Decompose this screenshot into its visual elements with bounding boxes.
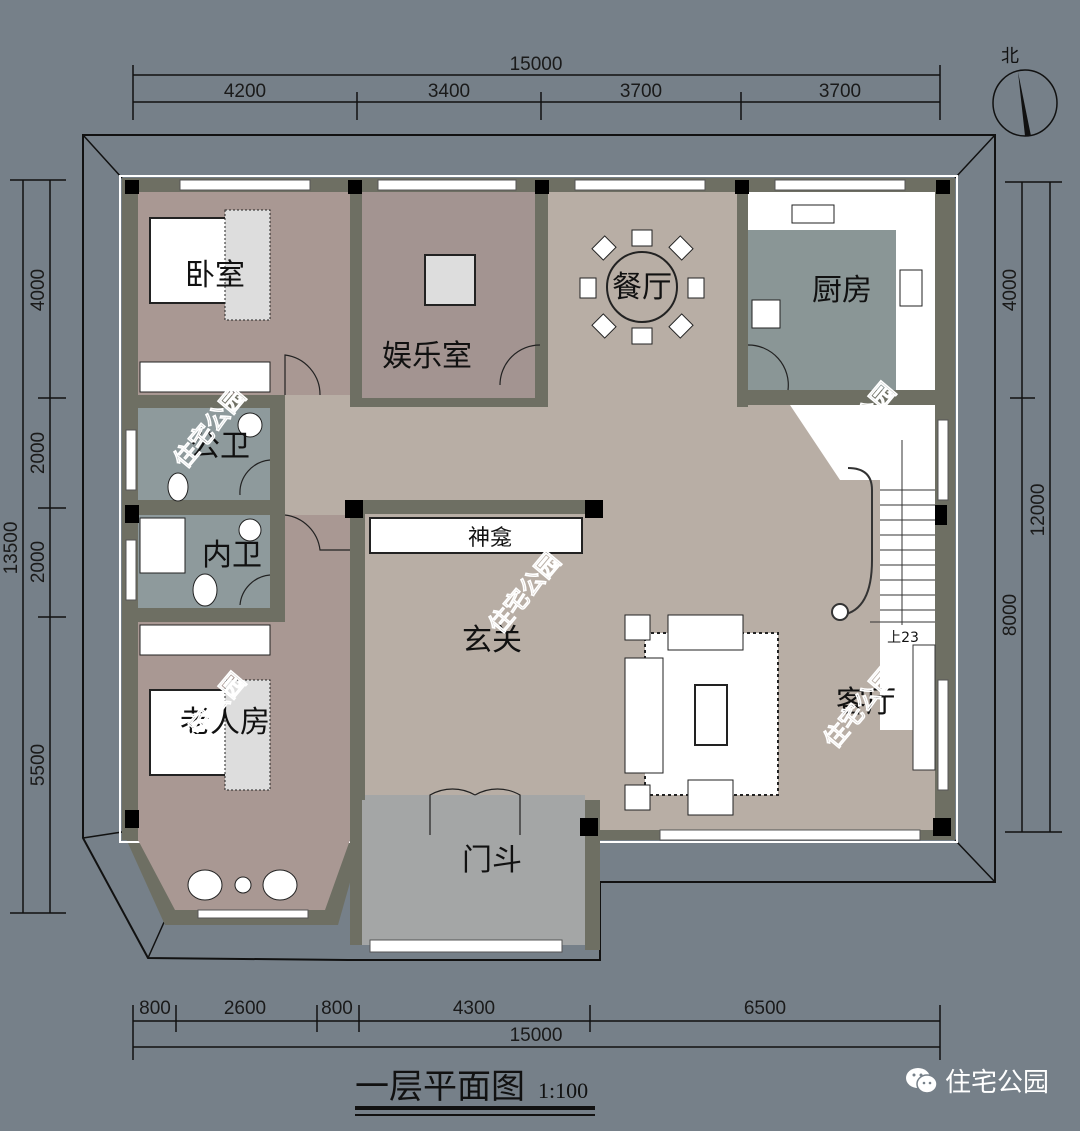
- roof-hips: [82, 134, 996, 959]
- toilet: [192, 573, 218, 607]
- elder-wardrobe: [139, 624, 271, 656]
- tv-cabinet: [912, 644, 936, 771]
- bottom-dimension-lines: [132, 1005, 941, 1060]
- vestibule-floor: [362, 795, 585, 945]
- shower: [139, 517, 186, 574]
- columns: [125, 180, 951, 836]
- wechat-icon: [906, 1067, 938, 1094]
- left-dimension-lines: [10, 179, 66, 914]
- washbasin: [238, 518, 262, 542]
- dim-left: 2000: [28, 541, 49, 583]
- bed-rug: [224, 209, 271, 321]
- interior-walls: [138, 192, 935, 950]
- fridge: [751, 299, 781, 329]
- stair-up-label: 上23: [887, 630, 919, 646]
- armchair: [187, 869, 223, 901]
- brand-badge: 住宅公园: [905, 1062, 1049, 1099]
- dim-bottom: 6500: [744, 998, 786, 1019]
- dim-right: 4000: [1000, 269, 1021, 311]
- handrail-newel: [831, 603, 849, 621]
- dim-left: 4000: [28, 269, 49, 311]
- north-arrow-icon: [1018, 72, 1031, 136]
- dim-left: 5500: [28, 744, 49, 786]
- coffee-table: [694, 684, 728, 746]
- room-label-shrine: 神龛: [468, 526, 512, 551]
- room-label-elder-room: 老人房: [180, 705, 270, 740]
- loveseat: [667, 614, 744, 651]
- stair-treads: [870, 440, 935, 625]
- dim-top: 4200: [224, 81, 266, 102]
- dim-left-total: 13500: [1, 522, 22, 575]
- dim-bottom-total: 15000: [510, 1025, 563, 1046]
- plan-title: 一层平面图: [355, 1067, 525, 1107]
- dim-bottom: 4300: [453, 998, 495, 1019]
- room-label-ensuite-bath: 内卫: [202, 538, 262, 573]
- mahjong-table: [424, 254, 476, 306]
- dim-top-total: 15000: [510, 54, 563, 75]
- stair-handrail: [841, 467, 873, 616]
- door-swings: [239, 344, 789, 835]
- dim-bottom: 2600: [224, 998, 266, 1019]
- plan-scale: 1:100: [538, 1078, 588, 1103]
- title-underline: [355, 1106, 595, 1110]
- dining-table: [606, 251, 678, 323]
- stairs-landing: [790, 405, 935, 480]
- title-underline: [355, 1114, 595, 1116]
- dining-chairs: [579, 229, 705, 345]
- dim-bottom: 800: [139, 998, 171, 1019]
- room-label-dining: 餐厅: [612, 270, 672, 305]
- brand-name: 住宅公园: [945, 1068, 1050, 1098]
- right-dimension-lines: [1005, 181, 1062, 833]
- corridor-floor: [285, 515, 350, 840]
- dim-right: 8000: [1000, 594, 1021, 636]
- washbasin: [237, 412, 263, 438]
- end-tables: [624, 614, 651, 811]
- armchair: [262, 869, 298, 901]
- sofa: [624, 657, 664, 774]
- toilet: [167, 472, 189, 502]
- kitchen-sink: [791, 204, 835, 224]
- windows: [125, 179, 949, 953]
- room-label-public-bath: 公卫: [190, 429, 250, 464]
- dim-bottom: 800: [321, 998, 353, 1019]
- room-label-living: 客厅: [836, 685, 896, 720]
- dim-top: 3700: [819, 81, 861, 102]
- room-label-foyer: 玄关: [462, 623, 522, 658]
- room-label-bedroom: 卧室: [185, 258, 245, 293]
- dim-left: 2000: [28, 432, 49, 474]
- wardrobe: [139, 361, 271, 393]
- dim-top: 3400: [428, 81, 470, 102]
- north-label: 北: [1001, 46, 1019, 67]
- armchair: [687, 779, 734, 816]
- side-table: [234, 876, 252, 894]
- top-dimension-lines: [132, 65, 941, 120]
- shrine-cabinet: [369, 517, 583, 554]
- room-label-kitchen: 厨房: [812, 273, 872, 308]
- room-label-entertainment: 娱乐室: [382, 339, 472, 374]
- room-label-vestibule: 门斗: [462, 843, 522, 878]
- elder-bed-rug: [224, 679, 271, 791]
- stove: [899, 269, 923, 307]
- dim-top: 3700: [620, 81, 662, 102]
- dim-right-total: 12000: [1028, 484, 1049, 537]
